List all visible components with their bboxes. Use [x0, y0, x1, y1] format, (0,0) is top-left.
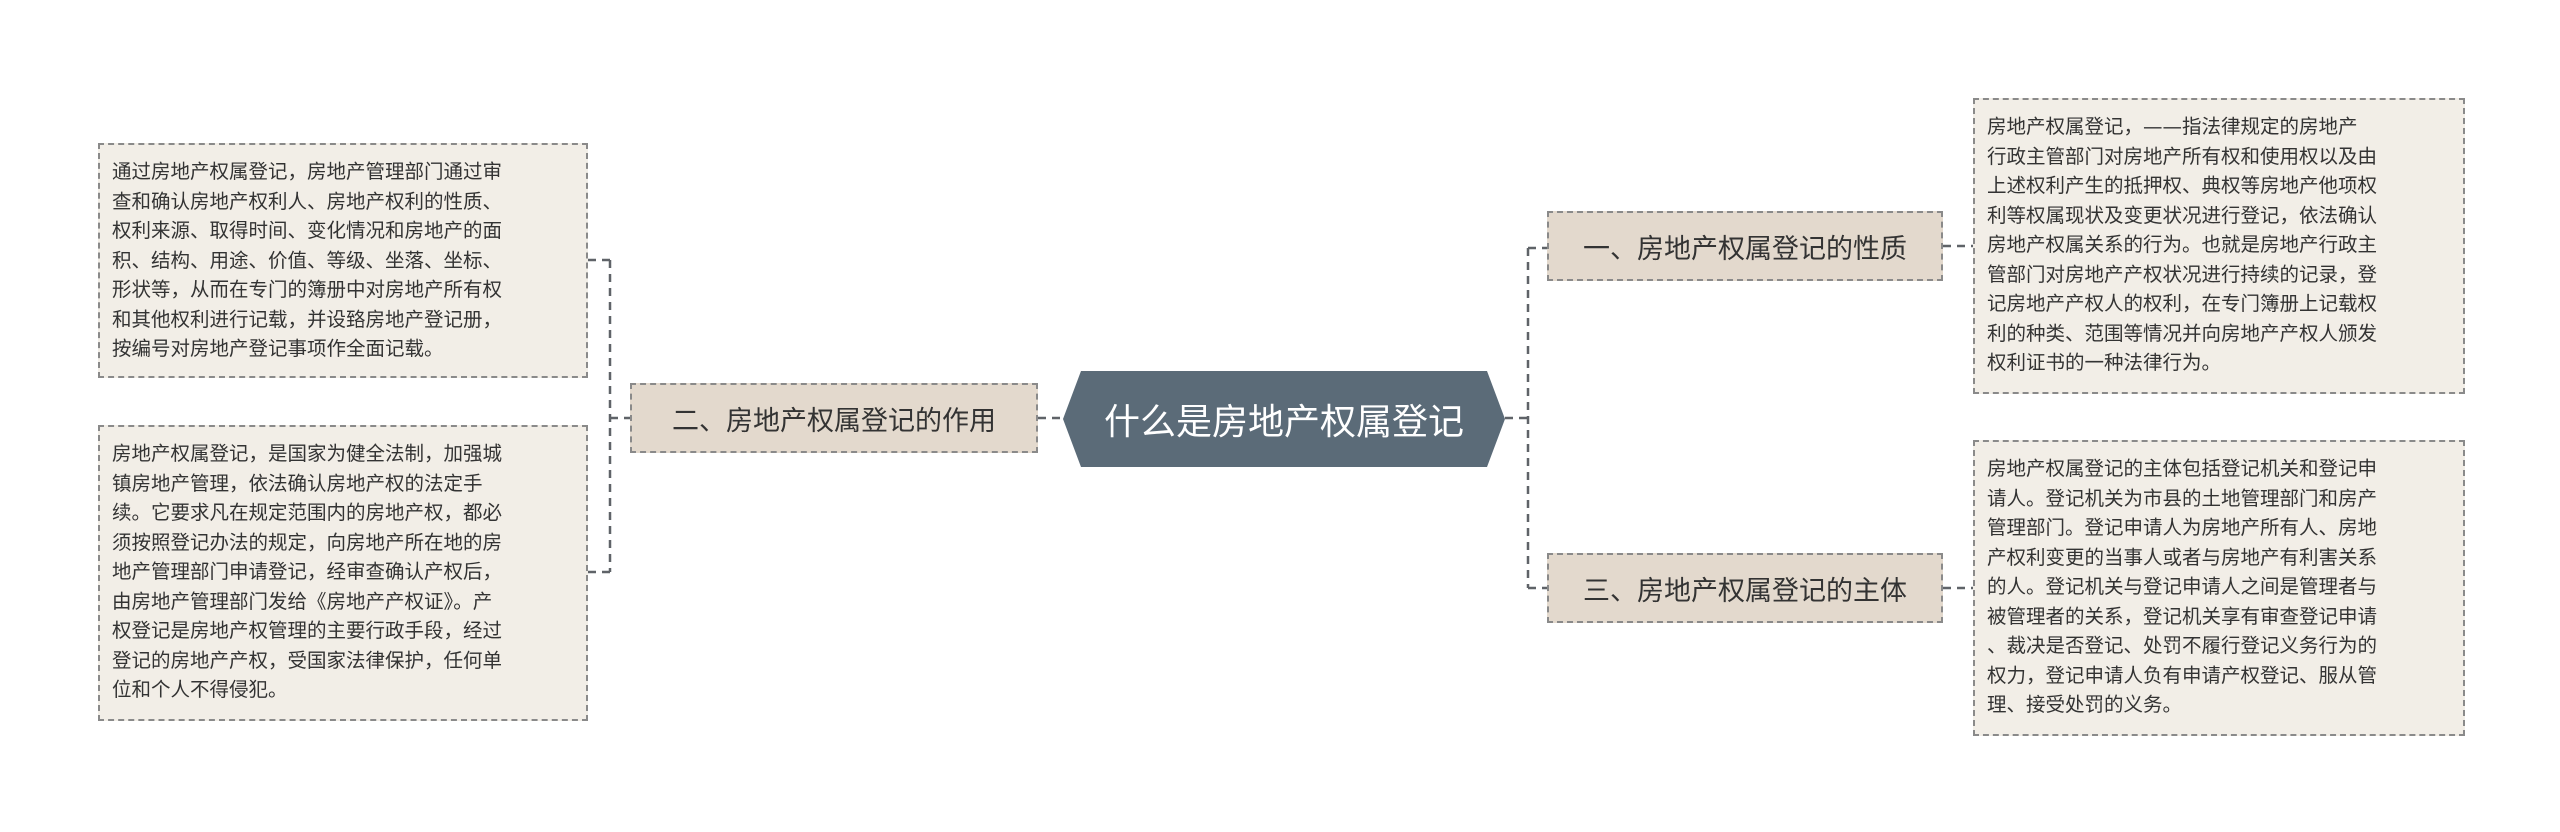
branch-nature-label: 一、房地产权属登记的性质 [1583, 233, 1907, 265]
leaf-nature-text: 房地产权属登记，——指法律规定的房地产 行政主管部门对房地产所有权和使用权以及由… [1973, 98, 2465, 394]
branch-subject-label: 三、房地产权属登记的主体 [1583, 575, 1907, 607]
branch-role[interactable]: 二、房地产权属登记的作用 [630, 383, 1038, 453]
root-node-label: 什么是房地产权属登记 [1103, 402, 1464, 443]
leaf-role-text-2: 房地产权属登记，是国家为健全法制，加强城 镇房地产管理，依法确认房地产权的法定手… [98, 425, 588, 721]
leaf-role-text-1: 通过房地产权属登记，房地产管理部门通过审 查和确认房地产权利人、房地产权利的性质… [98, 143, 588, 378]
root-node-shape [1063, 371, 1505, 467]
leaf-subject-text: 房地产权属登记的主体包括登记机关和登记申 请人。登记机关为市县的土地管理部门和房… [1973, 440, 2465, 736]
root-node[interactable]: 什么是房地产权属登记 [1063, 371, 1505, 467]
branch-nature[interactable]: 一、房地产权属登记的性质 [1547, 211, 1943, 281]
branch-role-label: 二、房地产权属登记的作用 [672, 405, 996, 437]
branch-subject[interactable]: 三、房地产权属登记的主体 [1547, 553, 1943, 623]
